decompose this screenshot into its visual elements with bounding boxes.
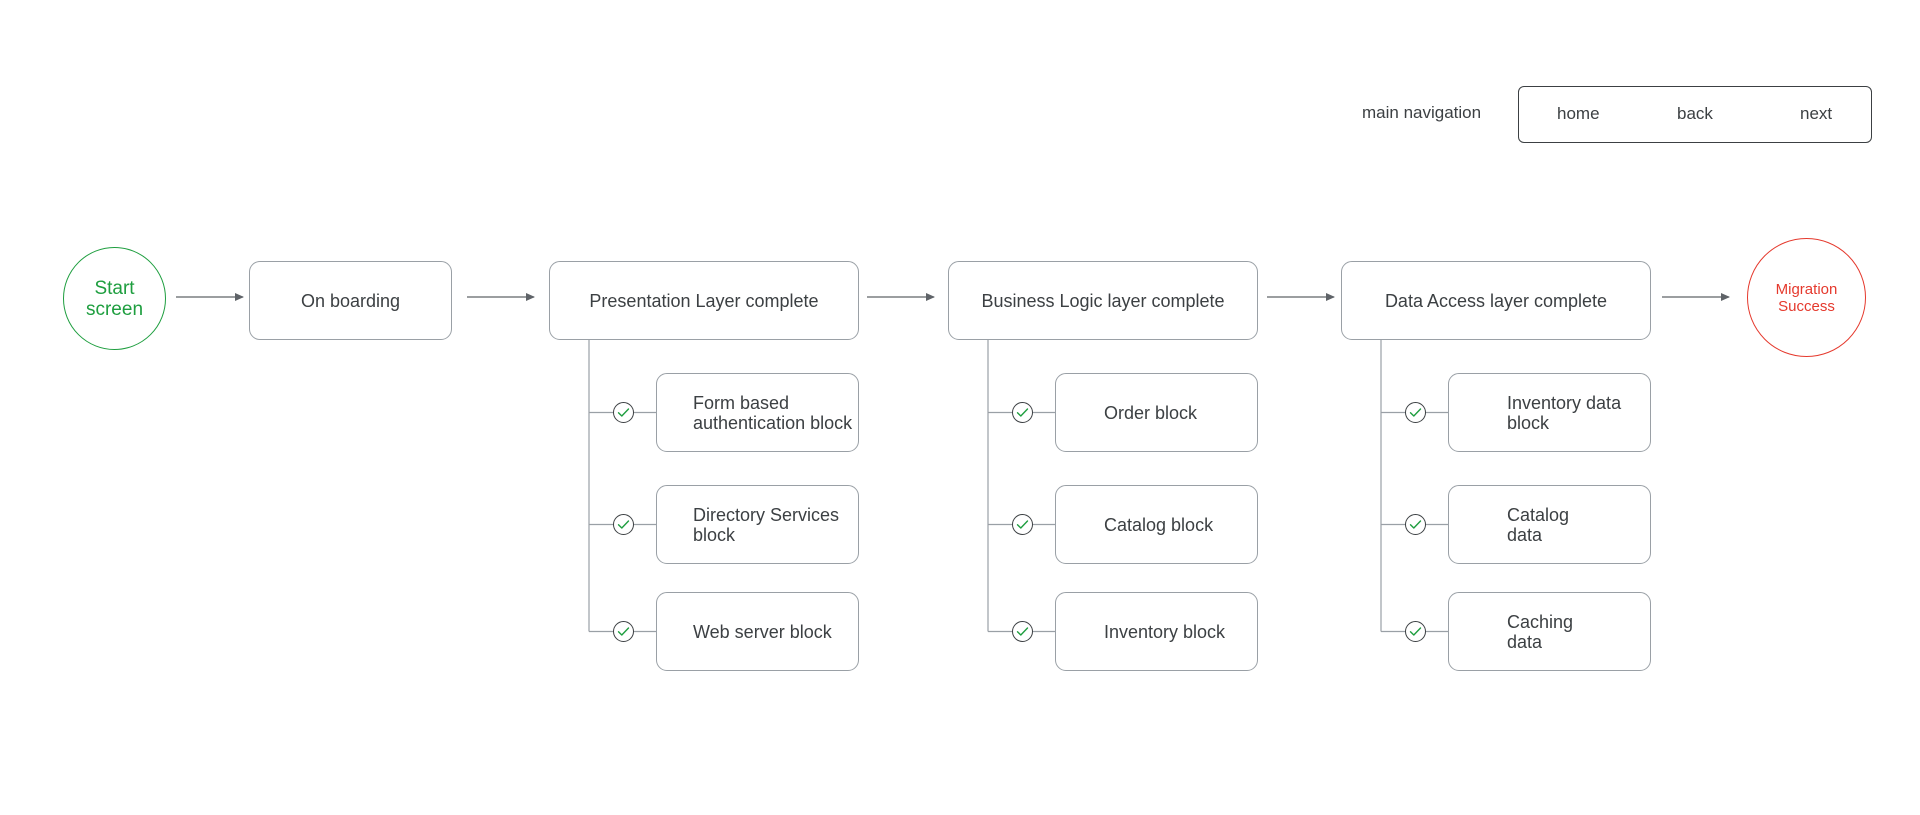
stage-label: Presentation Layer complete [589,290,819,311]
block-label: Web server block [693,621,832,642]
check-circle-icon [612,621,634,642]
nav-home-link[interactable]: home [1557,104,1600,123]
block-label: Directory Services block [693,504,840,545]
block-catalog-block[interactable]: Catalog block [1055,485,1258,564]
main-navigation-label: main navigation [1362,103,1482,122]
check-circle-icon [1404,402,1426,423]
block-label: Caching data [1507,611,1574,652]
stage-presentation-layer-complete[interactable]: Presentation Layer complete [549,261,859,340]
stage-data-access-layer-complete[interactable]: Data Access layer complete [1341,261,1651,340]
migration-success-label: Migration Success [1775,280,1838,315]
nav-back-link[interactable]: back [1677,104,1713,123]
block-web-server-block[interactable]: Web server block [656,592,859,671]
block-catalog-data[interactable]: Catalog data [1448,485,1651,564]
block-label: Order block [1104,402,1198,423]
block-label: Inventory data block [1507,392,1622,433]
check-circle-icon [1011,402,1033,423]
start-screen-label: Start screen [85,277,144,320]
block-inventory-block[interactable]: Inventory block [1055,592,1258,671]
stage-business-logic-layer-complete[interactable]: Business Logic layer complete [948,261,1258,340]
block-order-block[interactable]: Order block [1055,373,1258,452]
block-label: Inventory block [1104,621,1226,642]
check-circle-icon [612,402,634,423]
check-circle-icon [1404,621,1426,642]
main-navigation: home back next [1518,86,1872,143]
migration-success-node[interactable]: Migration Success [1747,238,1866,357]
check-circle-icon [1404,514,1426,535]
block-label: Catalog block [1104,514,1214,535]
stage-label: Data Access layer complete [1384,290,1608,311]
stage-label: On boarding [300,290,401,311]
start-screen-node[interactable]: Start screen [63,247,166,350]
block-directory-services-block[interactable]: Directory Services block [656,485,859,564]
check-circle-icon [612,514,634,535]
block-label: Catalog data [1507,504,1570,545]
block-form-based-authentication-block[interactable]: Form based authentication block [656,373,859,452]
block-label: Form based authentication block [693,392,853,433]
stage-on-boarding[interactable]: On boarding [249,261,452,340]
nav-next-link[interactable]: next [1800,104,1833,123]
block-caching-data[interactable]: Caching data [1448,592,1651,671]
stage-label: Business Logic layer complete [981,290,1225,311]
check-circle-icon [1011,514,1033,535]
check-circle-icon [1011,621,1033,642]
block-inventory-data-block[interactable]: Inventory data block [1448,373,1651,452]
